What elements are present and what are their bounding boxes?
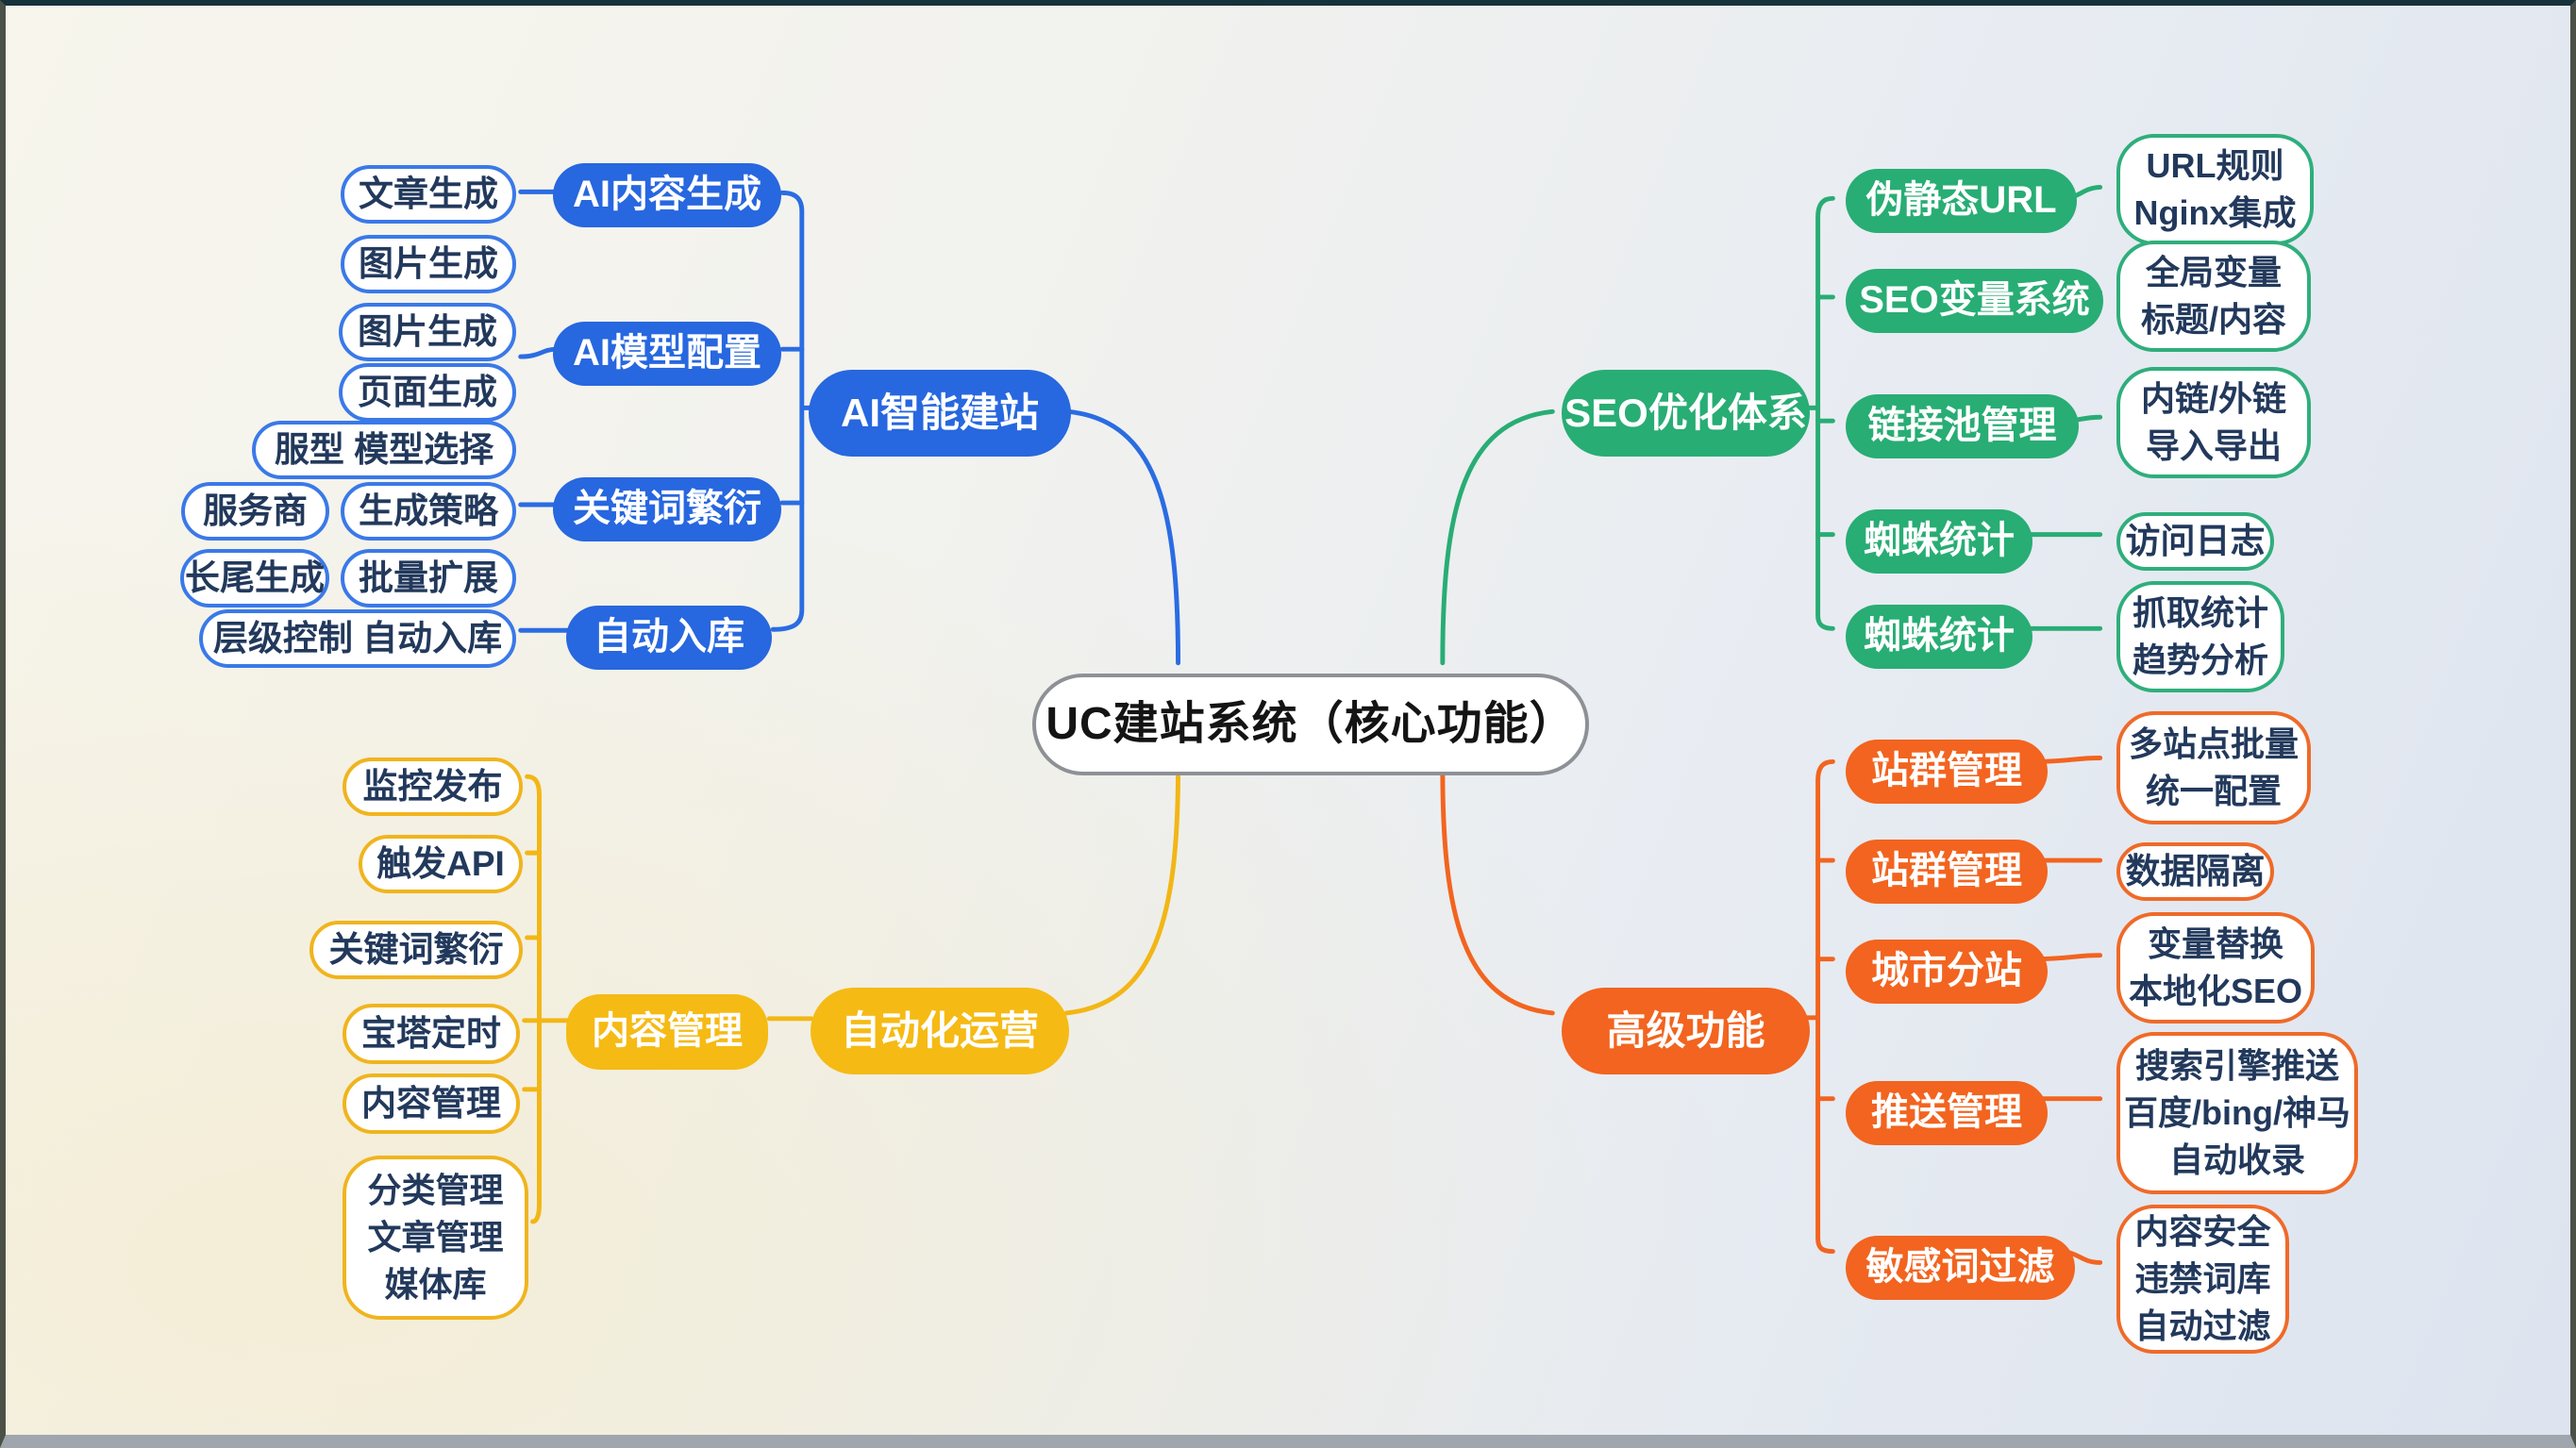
seo-leaf-links-io[interactable]: 内链/外链 导入导出	[2116, 367, 2311, 478]
seo-leaf-access-log[interactable]: 访问日志	[2116, 512, 2274, 571]
adv-leaf-data-isolation[interactable]: 数据隔离	[2116, 842, 2274, 901]
center-node[interactable]: UC建站系统（核心功能）	[1032, 674, 1589, 775]
connector-blue-trunk	[770, 190, 805, 632]
ai-leaf-batch-expand[interactable]: 批量扩展	[341, 549, 516, 607]
auto-leaf-bt-schedule[interactable]: 宝塔定时	[343, 1004, 520, 1064]
adv-leaf-var-replace[interactable]: 变量替换 本地化SEO	[2116, 912, 2315, 1024]
auto-sub-content-mgmt[interactable]: 内容管理	[566, 994, 768, 1070]
seo-leaf-global-vars[interactable]: 全局变量 标题/内容	[2116, 241, 2311, 352]
ai-leaf-image-gen-1[interactable]: 图片生成	[341, 235, 516, 293]
branch-ai-main[interactable]: AI智能建站	[809, 370, 1071, 457]
adv-leaf-search-engine-push[interactable]: 搜索引擎推送 百度/bing/神马 自动收录	[2116, 1032, 2358, 1194]
ai-leaf-article-gen[interactable]: 文章生成	[341, 165, 516, 224]
connector-green-trunk	[1815, 195, 1835, 631]
ai-sub-model-config[interactable]: AI模型配置	[553, 322, 781, 386]
ai-leaf-longtail-gen[interactable]: 长尾生成	[180, 549, 329, 607]
connector-blue-center	[1065, 408, 1181, 666]
branch-seo-main[interactable]: SEO优化体系	[1562, 370, 1810, 457]
adv-sub-sensitive-filter[interactable]: 敏感词过滤	[1846, 1236, 2075, 1300]
seo-sub-variable-system[interactable]: SEO变量系统	[1846, 269, 2103, 333]
ai-sub-keyword-derive[interactable]: 关键词繁衍	[553, 477, 781, 541]
seo-sub-pseudo-static[interactable]: 伪静态URL	[1846, 169, 2077, 233]
auto-leaf-content-mgmt[interactable]: 内容管理	[343, 1074, 520, 1134]
connector-green-center	[1440, 408, 1555, 666]
connector-blue-leaf34	[518, 346, 560, 359]
auto-leaf-monitor-publish[interactable]: 监控发布	[343, 757, 523, 816]
ai-leaf-model-select[interactable]: 服型 模型选择	[252, 421, 516, 479]
seo-sub-spider-stats-1[interactable]: 蜘蛛统计	[1846, 509, 2032, 574]
connector-yellow-trunk	[525, 774, 542, 1224]
ai-sub-auto-store[interactable]: 自动入库	[566, 606, 772, 670]
ai-leaf-gen-strategy[interactable]: 生成策略	[341, 482, 516, 541]
adv-leaf-multisite-batch[interactable]: 多站点批量 统一配置	[2116, 711, 2311, 824]
adv-sub-push-mgmt[interactable]: 推送管理	[1846, 1081, 2048, 1145]
seo-leaf-url-rules[interactable]: URL规则 Nginx集成	[2116, 134, 2314, 245]
connector-yellow-center	[1063, 764, 1181, 1016]
ai-leaf-page-gen[interactable]: 页面生成	[339, 363, 516, 422]
ai-leaf-level-control[interactable]: 层级控制 自动入库	[199, 609, 516, 668]
seo-leaf-crawl-stats[interactable]: 抓取统计 趋势分析	[2116, 581, 2284, 692]
connector-orange-center	[1440, 764, 1555, 1016]
connector-orange-trunk	[1815, 758, 1835, 1255]
adv-leaf-content-safety[interactable]: 内容安全 违禁词库 自动过滤	[2116, 1205, 2289, 1354]
ai-leaf-image-gen-2[interactable]: 图片生成	[339, 303, 516, 361]
adv-sub-site-group-2[interactable]: 站群管理	[1846, 840, 2048, 904]
branch-auto-main[interactable]: 自动化运营	[811, 988, 1069, 1074]
connector-layer	[518, 184, 2103, 1265]
seo-sub-spider-stats-2[interactable]: 蜘蛛统计	[1846, 605, 2032, 669]
seo-sub-link-pool[interactable]: 链接池管理	[1846, 394, 2079, 458]
adv-sub-city-subsite[interactable]: 城市分站	[1846, 940, 2048, 1004]
auto-leaf-keyword-derive[interactable]: 关键词繁衍	[309, 921, 523, 979]
ai-sub-content-gen[interactable]: AI内容生成	[553, 163, 781, 227]
auto-leaf-category-article-media[interactable]: 分类管理 文章管理 媒体库	[343, 1156, 528, 1320]
ai-leaf-provider[interactable]: 服务商	[181, 482, 329, 541]
branch-adv-main[interactable]: 高级功能	[1562, 988, 1810, 1074]
adv-sub-site-group-1[interactable]: 站群管理	[1846, 740, 2048, 804]
auto-leaf-trigger-api[interactable]: 触发API	[359, 835, 523, 893]
